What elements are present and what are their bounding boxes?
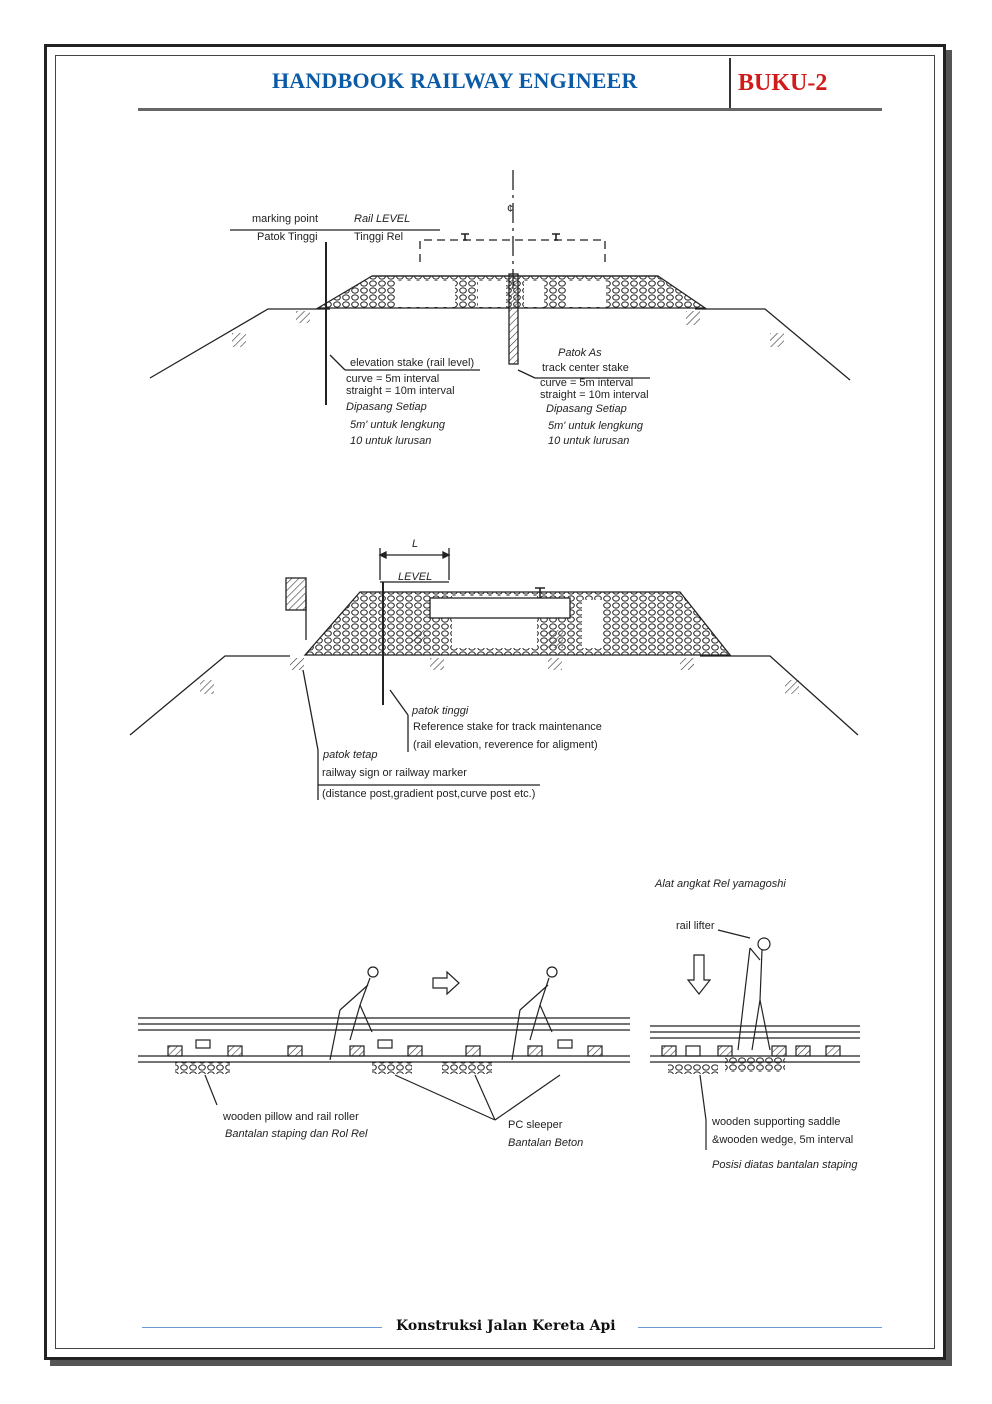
down-arrow-icon (686, 954, 712, 995)
label-patok-as: Patok As (558, 347, 602, 359)
label-bantalan-beton: Bantalan Beton (508, 1137, 583, 1149)
label-rail-level: Rail LEVEL (354, 213, 410, 225)
header-divider (729, 58, 731, 108)
centerline-mark: ¢ (507, 203, 513, 215)
diagram-2-labels: L LEVEL patok tinggi Reference stake for… (322, 538, 602, 800)
page-inner-border (55, 55, 935, 1349)
label-patok-tinggi: Patok Tinggi (257, 231, 318, 243)
book-badge: BUKU-2 (738, 70, 828, 96)
footer-rule-left (142, 1327, 382, 1328)
worker-1 (329, 966, 379, 1061)
footer-title: Konstruksi Jalan Kereta Api (396, 1318, 616, 1334)
page-frame (44, 44, 946, 1360)
label-patok-tetap: patok tetap (322, 749, 377, 761)
label-right-straight: straight = 10m interval (540, 389, 649, 401)
label-wooden-wedge: &wooden wedge, 5m interval (712, 1134, 853, 1146)
label-wooden-saddle: wooden supporting saddle (711, 1116, 840, 1128)
label-reference-stake: Reference stake for track maintenance (413, 721, 602, 733)
label-right-dipasang: Dipasang Setiap (546, 403, 627, 415)
label-track-center: track center stake (542, 362, 629, 374)
footer-rule-right (638, 1327, 882, 1328)
label-dimension-l: L (412, 538, 418, 550)
sleepers (167, 1045, 841, 1057)
diagram-1-cross-section (149, 170, 851, 405)
label-patok-tinggi-2: patok tinggi (411, 705, 469, 717)
move-right-arrow-icon (432, 970, 460, 996)
label-level: LEVEL (398, 571, 432, 583)
worker-2 (511, 966, 558, 1061)
label-posisi: Posisi diatas bantalan staping (712, 1159, 858, 1171)
label-distance-post: (distance post,gradient post,curve post … (322, 788, 535, 800)
label-left-straight: straight = 10m interval (346, 385, 455, 397)
label-wooden-pillow: wooden pillow and rail roller (222, 1111, 359, 1123)
label-rail-lifter: rail lifter (676, 920, 715, 932)
diagram-3-rail-lifting (138, 929, 860, 1150)
label-right-curve: curve = 5m interval (540, 377, 633, 389)
label-elevation-stake: elevation stake (rail level) (350, 357, 474, 369)
label-right-10: 10 untuk lurusan (548, 435, 629, 447)
header-rule (138, 108, 882, 111)
label-bantalan-staping: Bantalan staping dan Rol Rel (225, 1128, 368, 1140)
worker-3-rail-lifter (737, 937, 771, 1051)
diagram-1-labels: marking point Patok Tinggi Rail LEVEL Ti… (252, 203, 649, 447)
label-left-curve: curve = 5m interval (346, 373, 439, 385)
label-right-5m: 5m' untuk lengkung (548, 420, 644, 432)
label-marking-point: marking point (252, 213, 318, 225)
label-railway-sign: railway sign or railway marker (322, 767, 467, 779)
label-rail-elevation: (rail elevation, reverence for aligment) (413, 739, 598, 751)
diagram-2-cross-section (129, 548, 859, 800)
label-pc-sleeper: PC sleeper (508, 1119, 563, 1131)
label-tinggi-rel: Tinggi Rel (354, 231, 403, 243)
page-title: HANDBOOK RAILWAY ENGINEER (272, 68, 638, 93)
label-left-10: 10 untuk lurusan (350, 435, 431, 447)
label-alat-angkat: Alat angkat Rel yamagoshi (654, 878, 786, 890)
label-left-5m: 5m' untuk lengkung (350, 419, 446, 431)
label-left-dipasang: Dipasang Setiap (346, 401, 427, 413)
diagram-3-labels: Alat angkat Rel yamagoshi rail lifter wo… (222, 878, 858, 1171)
